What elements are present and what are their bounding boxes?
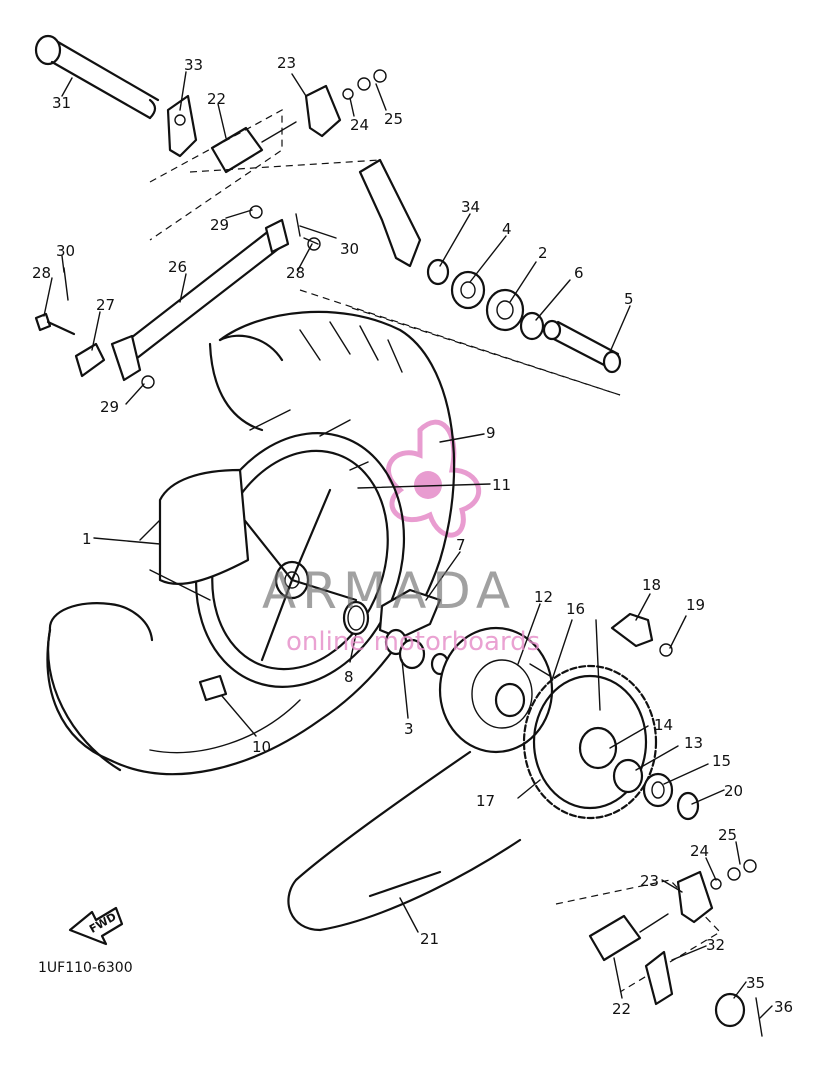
rear-tire: [46, 310, 456, 776]
callout-34: 34: [461, 198, 480, 216]
callout-18: 18: [642, 576, 661, 594]
callout-31: 31: [52, 94, 71, 112]
callout-11: 11: [492, 476, 511, 494]
damper: [378, 588, 442, 640]
castle-nut: [714, 992, 746, 1028]
hub-bearing-set: [299, 258, 622, 396]
callout-12: 12: [534, 588, 553, 606]
washers-bottom: [710, 859, 757, 890]
callout-10: 10: [252, 738, 271, 756]
rear-sprocket: [522, 619, 658, 820]
callout-27: 27: [96, 296, 115, 314]
callout-28b: 28: [286, 264, 305, 282]
callout-19: 19: [686, 596, 705, 614]
callout-16: 16: [566, 600, 585, 618]
rear-axle-shaft: [34, 34, 160, 120]
tension-bar: [110, 205, 290, 389]
bolt-and-cotter-right: [295, 213, 321, 251]
callout-25b: 25: [718, 826, 737, 844]
callout-22b: 22: [612, 1000, 631, 1018]
drive-chain: [287, 750, 522, 932]
callout-6: 6: [574, 264, 584, 282]
callout-20: 20: [724, 782, 743, 800]
brake-drum-hub: [139, 468, 250, 601]
chain-adjuster-plate-left: [166, 94, 198, 158]
chain-puller-top: [304, 84, 342, 138]
drawing-code: 1UF110-6300: [38, 960, 133, 976]
callout-3: 3: [404, 720, 414, 738]
callout-28: 28: [32, 264, 51, 282]
callout-13: 13: [684, 734, 703, 752]
callout-30: 30: [340, 240, 359, 258]
fwd-arrow: FWD: [68, 906, 124, 946]
clutch-hub: [438, 626, 554, 754]
callout-30b: 30: [56, 242, 75, 260]
callout-5: 5: [624, 290, 634, 308]
chain-adjuster-plate-right: [644, 950, 674, 1006]
watermark-brand: ARMADA: [262, 562, 516, 620]
callout-29b: 29: [100, 398, 119, 416]
callout-9: 9: [486, 424, 496, 442]
callout-24b: 24: [690, 842, 709, 860]
callout-21: 21: [420, 930, 439, 948]
callout-32: 32: [706, 936, 725, 954]
adjuster-block-bottom: [555, 879, 721, 993]
swing-arm-end-bracket: [189, 158, 422, 268]
watermark-tagline: online motorboards: [286, 627, 540, 657]
callout-17: 17: [476, 792, 495, 810]
callout-36: 36: [774, 998, 793, 1016]
callout-26: 26: [168, 258, 187, 276]
washers-top: [342, 69, 387, 100]
callout-24: 24: [350, 116, 369, 134]
callout-22: 22: [207, 90, 226, 108]
nut: [659, 643, 673, 657]
callout-23b: 23: [640, 872, 659, 890]
callout-15: 15: [712, 752, 731, 770]
tire-cross-section: [47, 602, 154, 772]
callout-1: 1: [82, 530, 92, 548]
callout-7: 7: [456, 536, 466, 554]
callout-14: 14: [654, 716, 673, 734]
callout-25: 25: [384, 110, 403, 128]
callout-29: 29: [210, 216, 229, 234]
lock-washer: [610, 612, 654, 648]
hub-bearings: [384, 628, 450, 676]
bolt-and-cotter-left: [34, 267, 106, 378]
callout-2: 2: [538, 244, 548, 262]
cotter-pin: [755, 997, 763, 1037]
collar-and-seal-set: [612, 758, 700, 821]
callout-33: 33: [184, 56, 203, 74]
callout-23: 23: [277, 54, 296, 72]
callout-4: 4: [502, 220, 512, 238]
leader-lines: [43, 71, 773, 1019]
callout-labels: 31 33 23 22 24 25 29 30 34 4 2 6 5 28 26…: [32, 54, 793, 1018]
adjuster-block-top: [149, 108, 297, 241]
callout-35: 35: [746, 974, 765, 992]
callout-8: 8: [344, 668, 354, 686]
chain-puller-bottom: [676, 870, 714, 924]
valve: [198, 674, 228, 702]
